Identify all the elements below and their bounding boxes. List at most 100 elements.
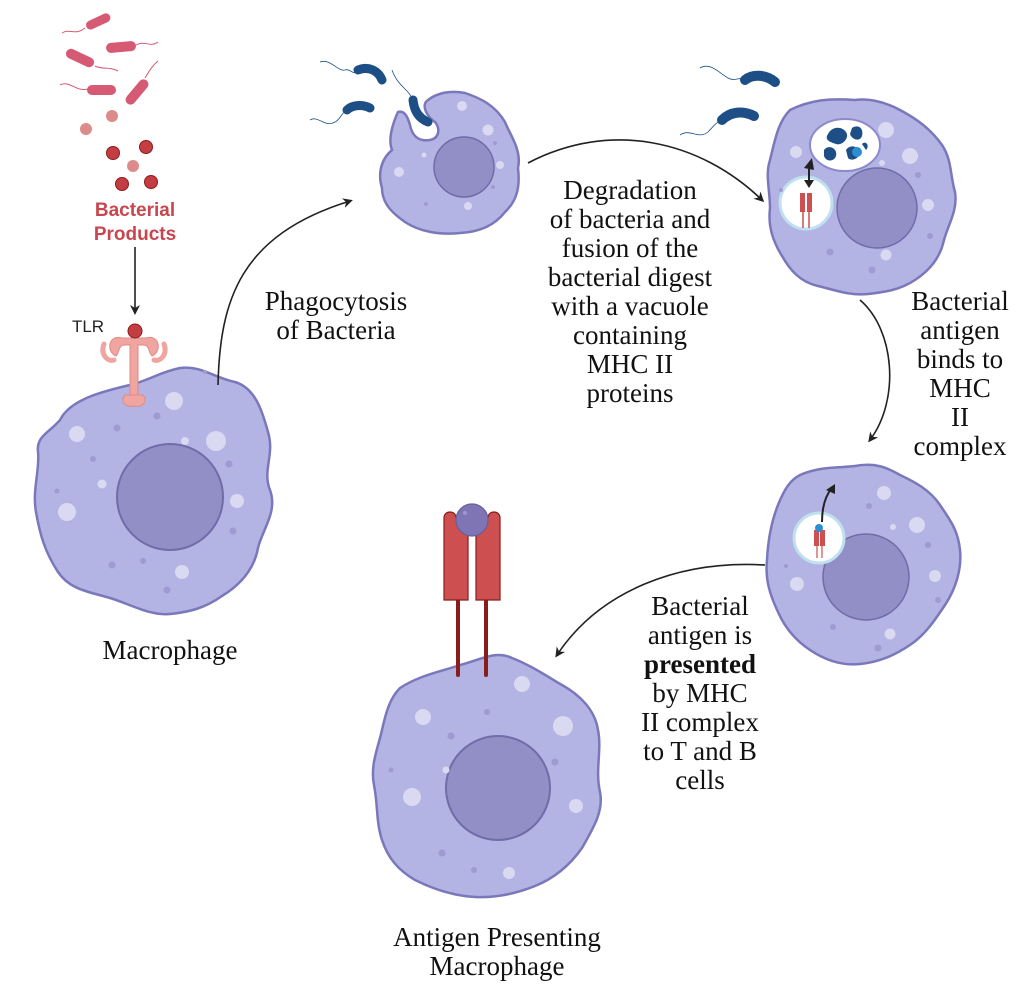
granule <box>424 202 428 206</box>
phagocytosing-cell <box>378 90 521 235</box>
label-line: Bacterial <box>94 200 176 221</box>
vesicle <box>790 577 804 591</box>
label-line: Macrophage <box>429 951 565 981</box>
vesicle <box>503 867 515 879</box>
label-line: Degradation <box>563 175 697 205</box>
granule <box>868 266 876 274</box>
tlr-receptor-icon <box>100 323 168 407</box>
label-line: II <box>951 402 969 432</box>
label-apc: Antigen Presenting Macrophage <box>347 923 647 981</box>
vesicle <box>880 249 892 261</box>
arrow-to-digestion <box>527 139 765 203</box>
vesicle <box>922 199 934 211</box>
label-degradation: Degradation of bacteria and fusion of th… <box>525 176 735 408</box>
bacterium-icon <box>342 101 375 115</box>
granule <box>927 233 933 239</box>
bacterium-icon <box>65 48 119 72</box>
granule <box>784 564 788 568</box>
granule <box>491 185 495 189</box>
granule <box>874 644 882 652</box>
antigen-dot <box>815 524 823 532</box>
apc-cell <box>371 653 603 899</box>
granule <box>108 561 116 569</box>
granule <box>925 542 931 548</box>
label-line: antigen <box>920 315 1000 345</box>
product-dot <box>106 110 118 122</box>
vesicle <box>902 148 918 164</box>
antigen-dot <box>852 147 862 157</box>
granule <box>54 488 60 494</box>
label-line: MHC <box>929 373 991 403</box>
product-dot <box>139 140 153 154</box>
granule <box>484 709 490 715</box>
bacterium-icon <box>59 83 116 95</box>
bacterium-icon <box>353 63 387 85</box>
product-dot <box>115 177 129 191</box>
label-binds: Bacterial antigen binds to MHC II comple… <box>895 287 1024 461</box>
vesicle <box>569 799 583 813</box>
label-bacterial-products: Bacterial Products <box>70 199 200 247</box>
bacterium-icon <box>125 60 159 105</box>
label-line: II complex <box>641 707 759 737</box>
mhc-ii-antigen-icon <box>814 524 825 558</box>
granule <box>229 527 237 535</box>
nucleus <box>445 735 551 841</box>
granule <box>826 248 834 256</box>
vesicle <box>890 524 896 530</box>
nucleus <box>822 533 910 621</box>
vesicle <box>553 716 573 736</box>
granule <box>438 849 446 857</box>
granule <box>153 412 161 420</box>
granule <box>388 767 394 773</box>
vesicle <box>457 101 467 111</box>
label-line: MHC II <box>586 349 674 379</box>
granule <box>203 370 207 374</box>
label-line: Bacterial <box>911 286 1009 316</box>
vesicle <box>69 426 85 442</box>
vesicle <box>206 431 226 451</box>
label-line-bold: presented <box>644 649 756 679</box>
label-line: to T and B <box>643 736 757 766</box>
label-macrophage: Macrophage <box>102 635 238 665</box>
label-line: with a vacuole <box>551 291 709 321</box>
bacterial-fragments-icon <box>824 126 868 161</box>
surface-mhc-ii-icon <box>443 503 501 677</box>
granule <box>935 597 941 603</box>
vesicle <box>165 392 183 410</box>
phagolysosome <box>809 118 881 172</box>
arrow-to-phagocytosis <box>217 198 353 386</box>
mhc-vacuole <box>778 175 834 231</box>
nucleus <box>836 167 918 249</box>
label-line: by MHC <box>652 678 748 708</box>
presented-antigen <box>455 503 489 537</box>
label-presented: Bacterial antigen is presented by MHC II… <box>620 592 780 795</box>
granule <box>163 586 171 594</box>
granule <box>830 624 836 630</box>
label-tlr: TLR <box>71 317 105 336</box>
label-line: fusion of the <box>561 233 699 263</box>
granule <box>90 456 96 462</box>
digesting-cell <box>766 98 957 296</box>
product-dot <box>106 146 120 160</box>
label-line: containing <box>573 320 687 350</box>
double-arrow-icon <box>804 158 814 188</box>
vesicle <box>464 202 472 210</box>
bacterial-products-dots <box>80 110 158 191</box>
vesicle <box>403 788 421 806</box>
granule <box>113 424 121 432</box>
vesicle <box>421 152 427 158</box>
granule <box>471 867 477 873</box>
granule <box>140 558 146 564</box>
blue-bacteria-group-2 <box>679 65 780 136</box>
vesicle <box>879 160 885 166</box>
up-arrow-icon <box>821 484 835 523</box>
product-dot <box>144 175 158 189</box>
vesicle <box>496 161 504 169</box>
blue-bacteria-group <box>309 60 433 127</box>
label-line: Antigen Presenting <box>393 922 601 952</box>
arrow-to-binding <box>859 299 891 443</box>
vesicle <box>884 628 896 640</box>
granule <box>551 758 559 766</box>
vesicle <box>415 709 431 725</box>
granule <box>866 503 872 509</box>
